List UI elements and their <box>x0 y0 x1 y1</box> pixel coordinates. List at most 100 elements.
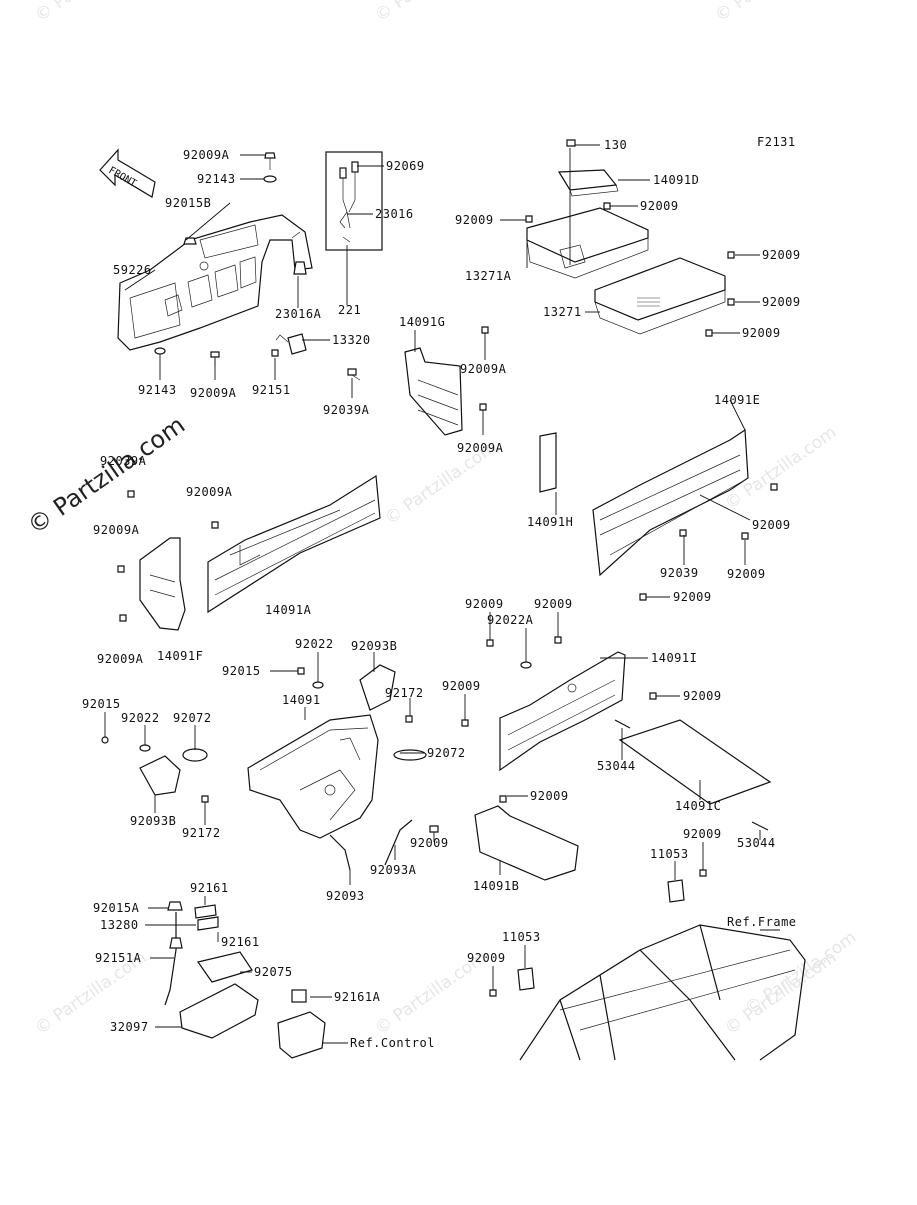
label-14091F: 14091F <box>157 649 203 663</box>
label-14091E: 14091E <box>714 393 760 407</box>
label-92143: 92143 <box>138 383 177 397</box>
label-ref-control: Ref.Control <box>350 1036 435 1050</box>
leader-lines <box>104 144 780 1044</box>
label-92009: 92009 <box>742 326 781 340</box>
label-92075: 92075 <box>254 965 293 979</box>
control-unit <box>277 989 326 1059</box>
label-23016: 23016 <box>375 207 414 221</box>
label-92009A: 92009A <box>93 523 140 537</box>
battery-tray-32097 <box>164 901 259 1039</box>
label-92015: 92015 <box>222 664 261 678</box>
left-small-hardware <box>101 736 209 803</box>
side-panel-14091G <box>347 326 489 436</box>
label-92172: 92172 <box>385 686 424 700</box>
label-14091C: 14091C <box>675 799 721 813</box>
label-11053: 11053 <box>502 930 541 944</box>
label-92009A: 92009A <box>186 485 233 499</box>
label-92009: 92009 <box>455 213 494 227</box>
watermark-text: © Partzilla.com <box>371 0 490 26</box>
label-92009A: 92009A <box>183 148 230 162</box>
label-92009: 92009 <box>640 199 679 213</box>
label-92015B: 92015B <box>165 196 211 210</box>
label-92143: 92143 <box>197 172 236 186</box>
label-92022: 92022 <box>121 711 160 725</box>
front-arrow-icon: FRONT <box>99 148 156 198</box>
label-92161A: 92161A <box>334 990 381 1004</box>
label-13271A: 13271A <box>465 269 512 283</box>
label-92039: 92039 <box>660 566 699 580</box>
label-13320: 13320 <box>332 333 371 347</box>
label-92009: 92009 <box>442 679 481 693</box>
panel-fasteners <box>154 152 351 366</box>
label-14091G: 14091G <box>399 315 445 329</box>
label-53044: 53044 <box>737 836 776 850</box>
panel-14091I <box>461 636 626 772</box>
label-14091H: 14091H <box>527 515 573 529</box>
watermark-text: © Partzilla.com <box>741 927 860 1019</box>
label-92039A: 92039A <box>323 403 370 417</box>
plate-14091C <box>614 692 772 831</box>
label-92009A: 92009A <box>460 362 507 376</box>
label-92009: 92009 <box>762 295 801 309</box>
label-92039A: 92039A <box>100 454 147 468</box>
label-92093A: 92093A <box>370 863 417 877</box>
part-labels: 92009A 92143 92015B 59226 92143 92009A 9… <box>82 138 801 1050</box>
figure-code: F2131 <box>757 135 796 149</box>
center-tray-14091 <box>247 664 439 871</box>
label-130: 130 <box>604 138 627 152</box>
label-92009: 92009 <box>467 951 506 965</box>
label-92009: 92009 <box>683 689 722 703</box>
floor-plate-13271A <box>526 148 649 279</box>
label-92069: 92069 <box>386 159 425 173</box>
label-92009A: 92009A <box>97 652 144 666</box>
label-92009: 92009 <box>534 597 573 611</box>
label-13280: 13280 <box>100 918 139 932</box>
label-92009: 92009 <box>727 567 766 581</box>
label-92093B: 92093B <box>351 639 397 653</box>
label-92009: 92009 <box>673 590 712 604</box>
label-92009A: 92009A <box>190 386 237 400</box>
label-92072: 92072 <box>427 746 466 760</box>
label-92172: 92172 <box>182 826 221 840</box>
label-ref-frame: Ref.Frame <box>727 915 797 929</box>
label-14091A: 14091A <box>265 603 312 617</box>
floor-plate-13271 <box>594 257 726 335</box>
label-92022: 92022 <box>295 637 334 651</box>
label-92009: 92009 <box>762 248 801 262</box>
panel-14091B <box>474 795 579 881</box>
label-92009: 92009 <box>683 827 722 841</box>
label-14091B: 14091B <box>473 879 519 893</box>
label-92022A: 92022A <box>487 613 534 627</box>
label-14091D: 14091D <box>653 173 699 187</box>
watermark-text: © Partzilla.com <box>711 0 830 26</box>
label-92151A: 92151A <box>95 951 142 965</box>
label-92015A: 92015A <box>93 901 140 915</box>
label-92009A: 92009A <box>457 441 504 455</box>
long-panel-14091A <box>207 474 381 614</box>
label-92009: 92009 <box>410 836 449 850</box>
instrument-panel-59226 <box>117 214 313 351</box>
watermarks: © Partzilla.com © Partzilla.com © Partzi… <box>31 0 860 1039</box>
label-221: 221 <box>338 303 361 317</box>
label-14091: 14091 <box>282 693 321 707</box>
label-32097: 32097 <box>110 1020 149 1034</box>
frame-assembly <box>489 869 806 1061</box>
wiring-kit-box <box>325 151 383 251</box>
label-13271: 13271 <box>543 305 582 319</box>
label-92015: 92015 <box>82 697 121 711</box>
partzilla-watermark: © Partzilla.com <box>22 411 190 540</box>
label-59226: 59226 <box>113 263 152 277</box>
label-92093B: 92093B <box>130 814 176 828</box>
label-14091I: 14091I <box>651 651 697 665</box>
label-53044: 53044 <box>597 759 636 773</box>
label-92072: 92072 <box>173 711 212 725</box>
label-92009: 92009 <box>752 518 791 532</box>
label-92009: 92009 <box>465 597 504 611</box>
label-92093: 92093 <box>326 889 365 903</box>
floor-plate-fasteners <box>525 139 735 337</box>
label-92161: 92161 <box>221 935 260 949</box>
label-92161: 92161 <box>190 881 229 895</box>
label-23016A: 23016A <box>275 307 322 321</box>
